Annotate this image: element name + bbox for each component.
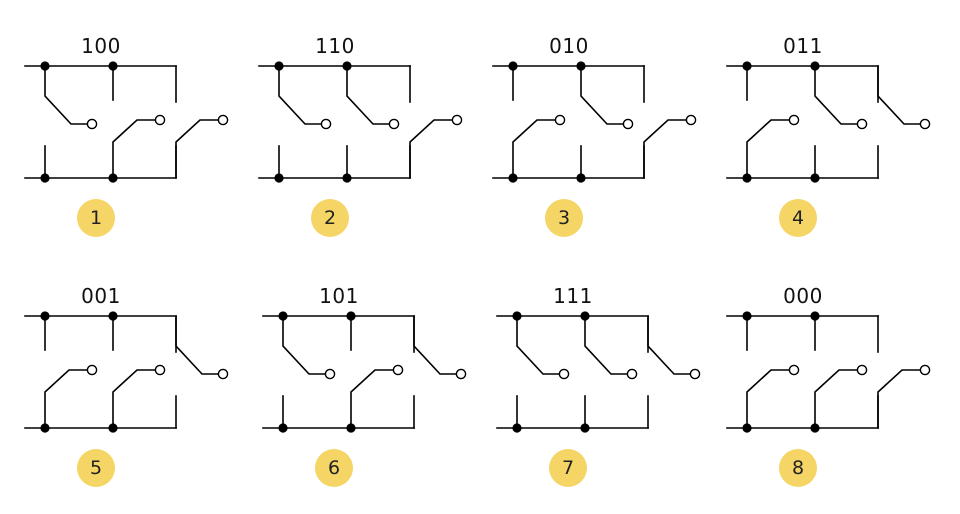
switch-arm-top xyxy=(346,66,389,125)
switch-arm-third-top xyxy=(647,316,690,375)
switch-contact xyxy=(217,114,229,126)
switch-contact xyxy=(919,364,931,376)
top-junction-dot xyxy=(508,61,518,71)
diagram-number-badge: 7 xyxy=(549,449,587,487)
switch-contact xyxy=(154,114,166,126)
switch-contact xyxy=(554,114,566,126)
top-junction-dot xyxy=(580,311,590,321)
switch-arm-top xyxy=(814,66,857,125)
switch-arm-top xyxy=(584,316,627,375)
switch-contact xyxy=(856,118,868,130)
bottom-junction-dot xyxy=(108,173,118,183)
switch-contact xyxy=(154,364,166,376)
top-junction-dot xyxy=(40,311,50,321)
switch-arm-top xyxy=(580,66,623,125)
switch-contact xyxy=(86,118,98,130)
switch-arm-bottom xyxy=(112,119,155,178)
switch-arm-bottom xyxy=(350,369,393,428)
switch-arm-bottom xyxy=(112,369,155,428)
diagram-number-badge: 2 xyxy=(311,199,349,237)
top-junction-dot xyxy=(346,311,356,321)
diagram-code-label: 000 xyxy=(783,284,823,308)
diagram-code-label: 100 xyxy=(81,34,121,58)
switch-arm-bottom xyxy=(746,119,789,178)
bottom-junction-dot xyxy=(742,423,752,433)
switch-contact xyxy=(622,118,634,130)
bottom-junction-dot xyxy=(742,173,752,183)
top-junction-dot xyxy=(40,61,50,71)
bottom-junction-dot xyxy=(278,423,288,433)
top-junction-dot xyxy=(512,311,522,321)
switch-arm-third-bottom xyxy=(877,369,920,428)
top-junction-dot xyxy=(742,61,752,71)
switch-arm-top xyxy=(278,66,321,125)
top-junction-dot xyxy=(810,311,820,321)
switch-arm-third-top xyxy=(877,66,920,125)
switch-arm-bottom xyxy=(814,369,857,428)
switch-arm-bottom xyxy=(746,369,789,428)
bottom-junction-dot xyxy=(346,423,356,433)
switch-arm-top xyxy=(282,316,325,375)
bottom-junction-dot xyxy=(810,423,820,433)
switch-arm-third-top xyxy=(413,316,456,375)
bottom-junction-dot xyxy=(810,173,820,183)
switch-contact xyxy=(324,368,336,380)
diagram-code-label: 110 xyxy=(315,34,355,58)
diagram-number-badge: 4 xyxy=(779,199,817,237)
switch-contact xyxy=(558,368,570,380)
switch-contact xyxy=(685,114,697,126)
top-junction-dot xyxy=(108,311,118,321)
switch-contact xyxy=(217,368,229,380)
diagram-number-badge: 5 xyxy=(77,449,115,487)
bottom-junction-dot xyxy=(576,173,586,183)
top-junction-dot xyxy=(742,311,752,321)
switch-contact xyxy=(388,118,400,130)
diagram-code-label: 011 xyxy=(783,34,823,58)
switch-contact xyxy=(451,114,463,126)
top-junction-dot xyxy=(108,61,118,71)
switch-contact xyxy=(856,364,868,376)
diagram-code-label: 111 xyxy=(553,284,593,308)
diagram-code-label: 001 xyxy=(81,284,121,308)
switch-arm-third-bottom xyxy=(643,119,686,178)
switch-contact xyxy=(455,368,467,380)
bottom-junction-dot xyxy=(342,173,352,183)
switch-arm-third-bottom xyxy=(409,119,452,178)
diagram-number-badge: 1 xyxy=(77,199,115,237)
bottom-junction-dot xyxy=(508,173,518,183)
diagram-number-badge: 6 xyxy=(315,449,353,487)
top-junction-dot xyxy=(576,61,586,71)
switch-contact xyxy=(788,114,800,126)
switch-contact xyxy=(86,364,98,376)
switch-arm-third-bottom xyxy=(175,119,218,178)
switch-arm-bottom xyxy=(44,369,87,428)
bottom-junction-dot xyxy=(274,173,284,183)
bottom-junction-dot xyxy=(40,173,50,183)
bottom-junction-dot xyxy=(580,423,590,433)
switch-arm-bottom xyxy=(512,119,555,178)
switch-contact xyxy=(788,364,800,376)
switch-contact xyxy=(392,364,404,376)
switch-arm-top xyxy=(516,316,559,375)
switch-contact xyxy=(320,118,332,130)
switch-contact xyxy=(626,368,638,380)
switch-contact xyxy=(689,368,701,380)
switch-contact xyxy=(919,118,931,130)
diagram-code-label: 010 xyxy=(549,34,589,58)
top-junction-dot xyxy=(274,61,284,71)
bottom-junction-dot xyxy=(108,423,118,433)
diagram-number-badge: 3 xyxy=(545,199,583,237)
bottom-junction-dot xyxy=(40,423,50,433)
switch-arm-top xyxy=(44,66,87,125)
top-junction-dot xyxy=(810,61,820,71)
diagram-code-label: 101 xyxy=(319,284,359,308)
top-junction-dot xyxy=(342,61,352,71)
top-junction-dot xyxy=(278,311,288,321)
switch-arm-third-top xyxy=(175,316,218,375)
bottom-junction-dot xyxy=(512,423,522,433)
diagram-number-badge: 8 xyxy=(779,449,817,487)
